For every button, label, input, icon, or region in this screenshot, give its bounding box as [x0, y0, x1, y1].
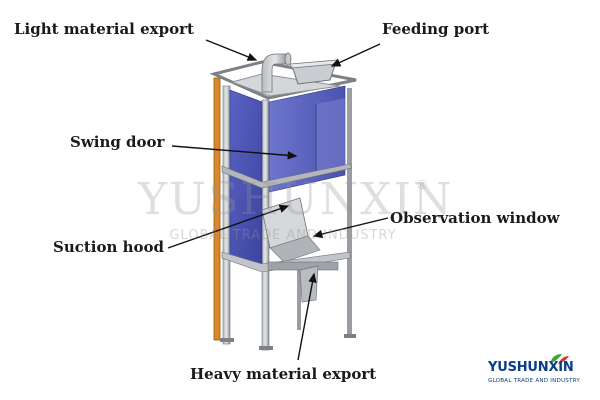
arrow-heavy-material-export — [297, 272, 317, 361]
watermark-brand: YUSHUNXIN — [138, 174, 454, 225]
label-feeding-port: Feeding port — [382, 20, 490, 38]
arrow-swing-door — [171, 145, 298, 160]
rear-leg-mid — [297, 270, 301, 330]
suction-hood-side — [269, 235, 321, 263]
rear-leg-right — [347, 88, 352, 338]
top-frame — [209, 60, 357, 100]
top-deck — [230, 73, 341, 97]
logo-brand: YUSHUNXIN — [488, 360, 574, 375]
arrow-suction-hood — [167, 204, 290, 249]
logo-leaf-icon — [550, 354, 569, 364]
watermark-tagline: GLOBAL TRADE AND INDUSTRY — [169, 228, 397, 243]
foot-left — [220, 338, 234, 342]
orange-leg — [213, 77, 221, 341]
watermark-registered-mark: ® — [416, 178, 428, 192]
logo-tagline: GLOBAL TRADE AND INDUSTRY — [488, 378, 580, 384]
label-light-material-export: Light material export — [14, 20, 194, 38]
company-logo: YUSHUNXIN GLOBAL TRADE AND INDUSTRY — [488, 352, 588, 392]
arrow-feeding-port — [330, 43, 381, 67]
mid-beam — [221, 163, 353, 189]
foot-right — [344, 334, 356, 338]
arrow-light-material-export — [205, 39, 258, 61]
heavy-material-chute — [299, 265, 319, 303]
label-heavy-material-export: Heavy material export — [190, 365, 377, 383]
arrow-observation-window — [312, 217, 389, 239]
label-suction-hood: Suction hood — [53, 238, 165, 256]
elbow-pipe-mouth — [284, 52, 292, 66]
lower-grate — [267, 261, 339, 271]
label-swing-door: Swing door — [70, 133, 165, 151]
door-inner-panel — [316, 98, 345, 176]
foot-front — [259, 346, 273, 350]
label-observation-window: Observation window — [390, 209, 560, 227]
